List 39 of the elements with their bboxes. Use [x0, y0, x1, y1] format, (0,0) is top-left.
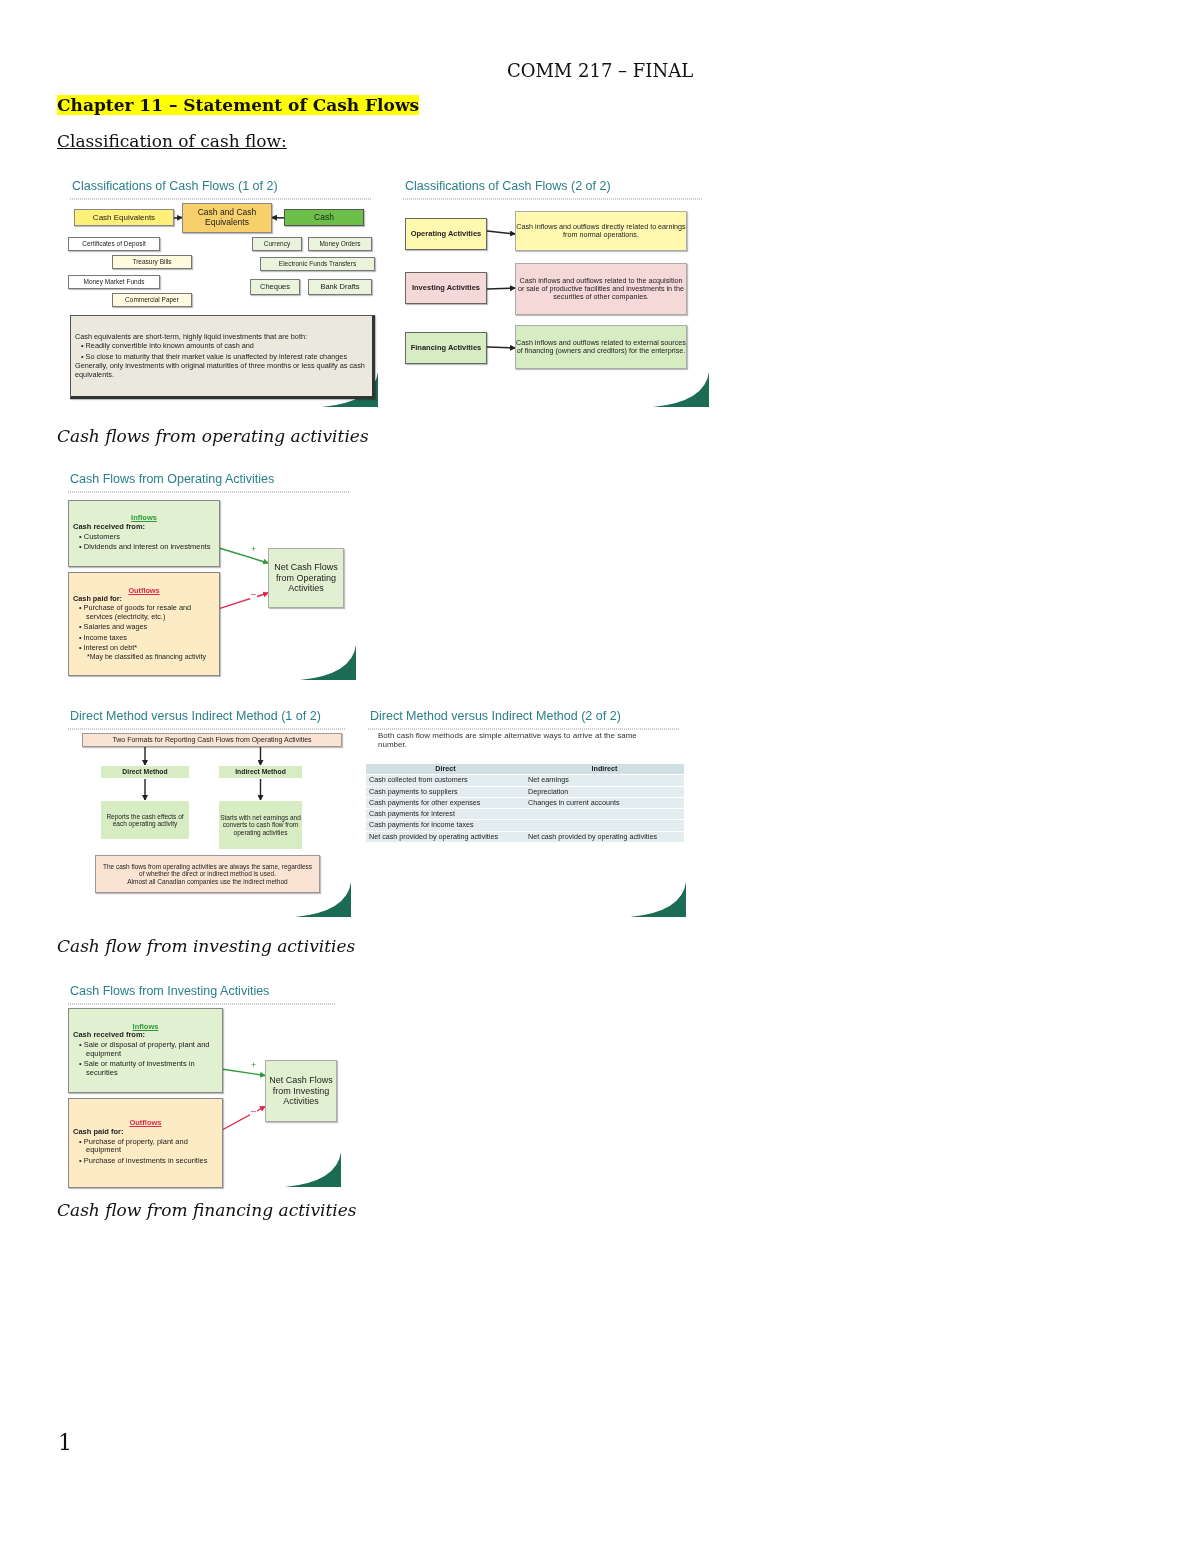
arrow	[486, 230, 516, 237]
definition-panel	[70, 315, 375, 399]
slide-title: Classifications of Cash Flows (1 of 2)	[72, 179, 278, 193]
slide-title: Cash Flows from Operating Activities	[70, 472, 275, 486]
result-box: Net Cash Flows from Operating Activities	[268, 548, 344, 608]
arrow	[257, 746, 264, 766]
outflows-panel	[68, 1098, 223, 1188]
arrow	[257, 778, 264, 801]
outflows-panel	[68, 572, 220, 676]
subheading: Cash flow from investing activities	[57, 936, 356, 956]
arrow	[219, 591, 269, 610]
slide-title: Cash Flows from Investing Activities	[70, 984, 270, 998]
arrow	[173, 214, 183, 221]
label-box: Cash	[284, 209, 364, 226]
edge-label: +	[250, 543, 258, 554]
arrow	[142, 746, 148, 766]
label-box: Cash and Cash Equivalents	[182, 203, 272, 233]
arrow	[142, 778, 148, 801]
page-header: COMM 217 – FINAL	[505, 60, 695, 81]
page-number: 1	[58, 1430, 72, 1455]
note-panel	[95, 855, 320, 893]
inflows-panel	[68, 1008, 223, 1093]
section-heading: Classification of cash flow:	[57, 131, 287, 151]
arrow	[486, 344, 516, 351]
arrow	[271, 214, 285, 221]
slide-title: Classifications of Cash Flows (2 of 2)	[405, 179, 611, 193]
result-box: Net Cash Flows from Investing Activities	[265, 1060, 337, 1122]
label-box: Cash Equivalents	[74, 209, 174, 226]
slide-title: Direct Method versus Indirect Method (1 of 2)	[70, 709, 321, 723]
inflows-panel	[68, 500, 220, 567]
subheading: Cash flow from financing activities	[57, 1200, 357, 1220]
arrow	[222, 1068, 266, 1078]
slide-title: Direct Method versus Indirect Method (2 of 2)	[370, 709, 621, 723]
arrow	[486, 285, 516, 292]
subheading: Cash flows from operating activities	[57, 426, 369, 446]
slide-text: Both cash flow methods are simple alternative ways to arrive at the same number.	[378, 731, 638, 749]
chapter-heading: Chapter 11 – Statement of Cash Flows	[57, 95, 420, 115]
arrow	[219, 547, 269, 565]
arrow	[222, 1105, 266, 1131]
